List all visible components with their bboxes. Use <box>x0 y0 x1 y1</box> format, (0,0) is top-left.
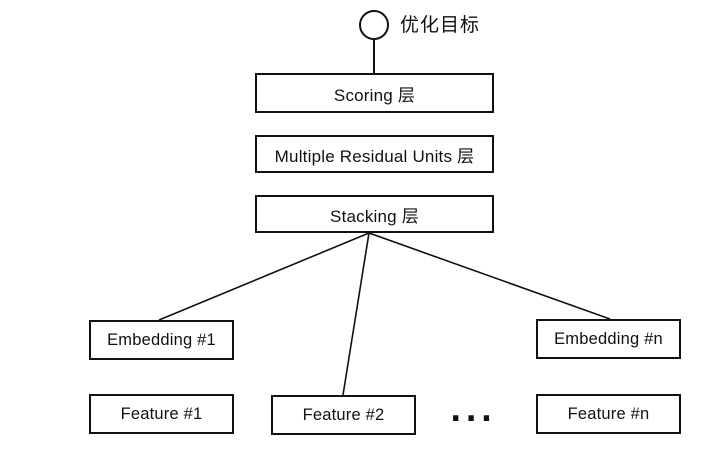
node-embedding-n-label: Embedding #n <box>554 329 663 348</box>
ellipsis-dots: ... <box>450 394 497 429</box>
node-feature-1: Feature #1 <box>89 394 234 434</box>
node-stacking-layer: Stacking 层 <box>255 195 494 233</box>
node-feature-2-label: Feature #2 <box>302 405 385 424</box>
target-label: 优化目标 <box>400 15 481 36</box>
node-feature-n: Feature #n <box>536 394 681 434</box>
node-residual-units-layer: Multiple Residual Units 层 <box>255 135 494 173</box>
connector-stacking-embeddingn <box>368 232 611 320</box>
node-stacking-label: Stacking 层 <box>330 206 419 226</box>
node-embedding-1: Embedding #1 <box>89 320 234 360</box>
node-scoring-label: Scoring 层 <box>333 85 416 105</box>
node-feature-n-label: Feature #n <box>567 404 650 423</box>
node-residual-label: Multiple Residual Units 层 <box>274 146 475 166</box>
node-embedding-1-label: Embedding #1 <box>107 330 216 349</box>
target-circle <box>359 10 389 40</box>
node-feature-1-label: Feature #1 <box>120 404 203 423</box>
node-scoring-layer: Scoring 层 <box>255 73 494 113</box>
connector-stacking-embedding1 <box>158 232 370 321</box>
node-embedding-n: Embedding #n <box>536 319 681 359</box>
node-feature-2: Feature #2 <box>271 395 416 435</box>
connector-stacking-feature2 <box>342 232 370 396</box>
